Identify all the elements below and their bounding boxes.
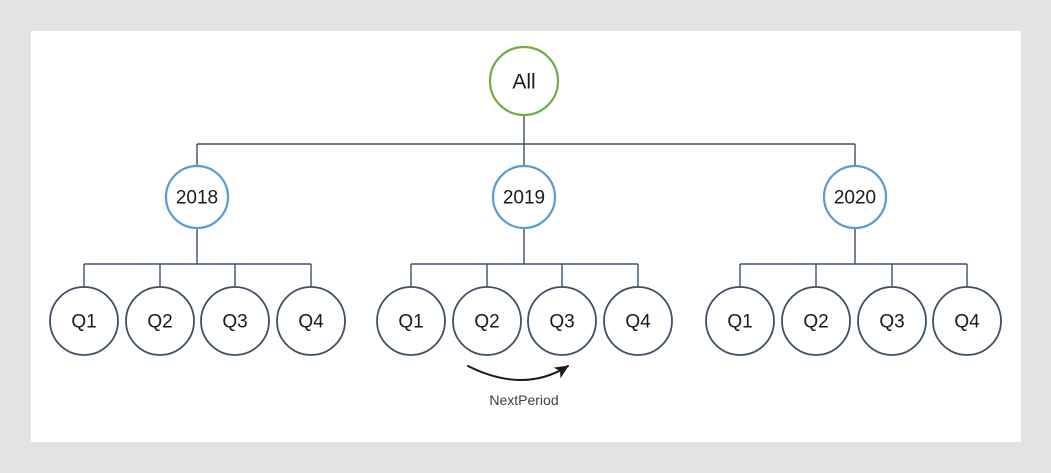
node-quarter-2018-q2[interactable]: Q2	[125, 286, 195, 356]
node-quarter-2018-q2-circle[interactable]	[125, 286, 195, 356]
node-quarter-2020-q4-label: Q4	[954, 312, 980, 333]
node-quarter-2020-q1-label: Q1	[727, 312, 752, 333]
node-quarter-2020-q1-circle[interactable]	[705, 286, 775, 356]
node-quarter-2019-q2[interactable]: Q2	[452, 286, 522, 356]
node-quarter-2018-q4-circle[interactable]	[276, 286, 346, 356]
node-quarter-2019-q4-circle[interactable]	[603, 286, 673, 356]
node-quarter-2020-q2-circle[interactable]	[781, 286, 851, 356]
node-quarter-2018-q1[interactable]: Q1	[49, 286, 119, 356]
node-year-2019-label: 2019	[503, 188, 545, 209]
node-quarter-2019-q1-label: Q1	[398, 312, 423, 333]
node-year-2019[interactable]: 2019	[491, 164, 557, 230]
node-quarter-2018-q1-label: Q1	[71, 312, 96, 333]
node-year-2018[interactable]: 2018	[164, 164, 230, 230]
node-quarter-2018-q3[interactable]: Q3	[200, 286, 270, 356]
node-quarter-2019-q1-circle[interactable]	[376, 286, 446, 356]
node-quarter-2018-q2-label: Q2	[147, 312, 172, 333]
node-year-2020-label: 2020	[834, 188, 876, 209]
node-quarter-2020-q2-label: Q2	[803, 312, 828, 333]
node-quarter-2020-q1[interactable]: Q1	[705, 286, 775, 356]
node-quarter-2018-q3-label: Q3	[222, 312, 247, 333]
node-year-2019-circle[interactable]	[491, 164, 557, 230]
node-quarter-2020-q4[interactable]: Q4	[932, 286, 1002, 356]
node-quarter-2019-q1[interactable]: Q1	[376, 286, 446, 356]
node-quarter-2018-q4-label: Q4	[298, 312, 324, 333]
node-all[interactable]: All	[488, 45, 560, 117]
node-quarter-2020-q4-circle[interactable]	[932, 286, 1002, 356]
node-all-circle[interactable]	[488, 45, 560, 117]
node-year-2018-label: 2018	[176, 188, 218, 209]
node-quarter-2019-q4[interactable]: Q4	[603, 286, 673, 356]
node-quarter-2019-q2-circle[interactable]	[452, 286, 522, 356]
node-quarter-2020-q3-circle[interactable]	[857, 286, 927, 356]
node-year-2020-circle[interactable]	[822, 164, 888, 230]
node-all-label: All	[512, 71, 535, 94]
node-quarter-2018-q1-circle[interactable]	[49, 286, 119, 356]
node-quarter-2019-q3-label: Q3	[549, 312, 574, 333]
node-quarter-2018-q3-circle[interactable]	[200, 286, 270, 356]
node-quarter-2019-q3[interactable]: Q3	[527, 286, 597, 356]
node-quarter-2020-q3-label: Q3	[879, 312, 904, 333]
node-quarter-2019-q3-circle[interactable]	[527, 286, 597, 356]
node-quarter-2019-q2-label: Q2	[474, 312, 499, 333]
node-year-2018-circle[interactable]	[164, 164, 230, 230]
node-quarter-2020-q2[interactable]: Q2	[781, 286, 851, 356]
node-year-2020[interactable]: 2020	[822, 164, 888, 230]
node-quarter-2019-q4-label: Q4	[625, 312, 651, 333]
node-quarter-2020-q3[interactable]: Q3	[857, 286, 927, 356]
node-quarter-2018-q4[interactable]: Q4	[276, 286, 346, 356]
